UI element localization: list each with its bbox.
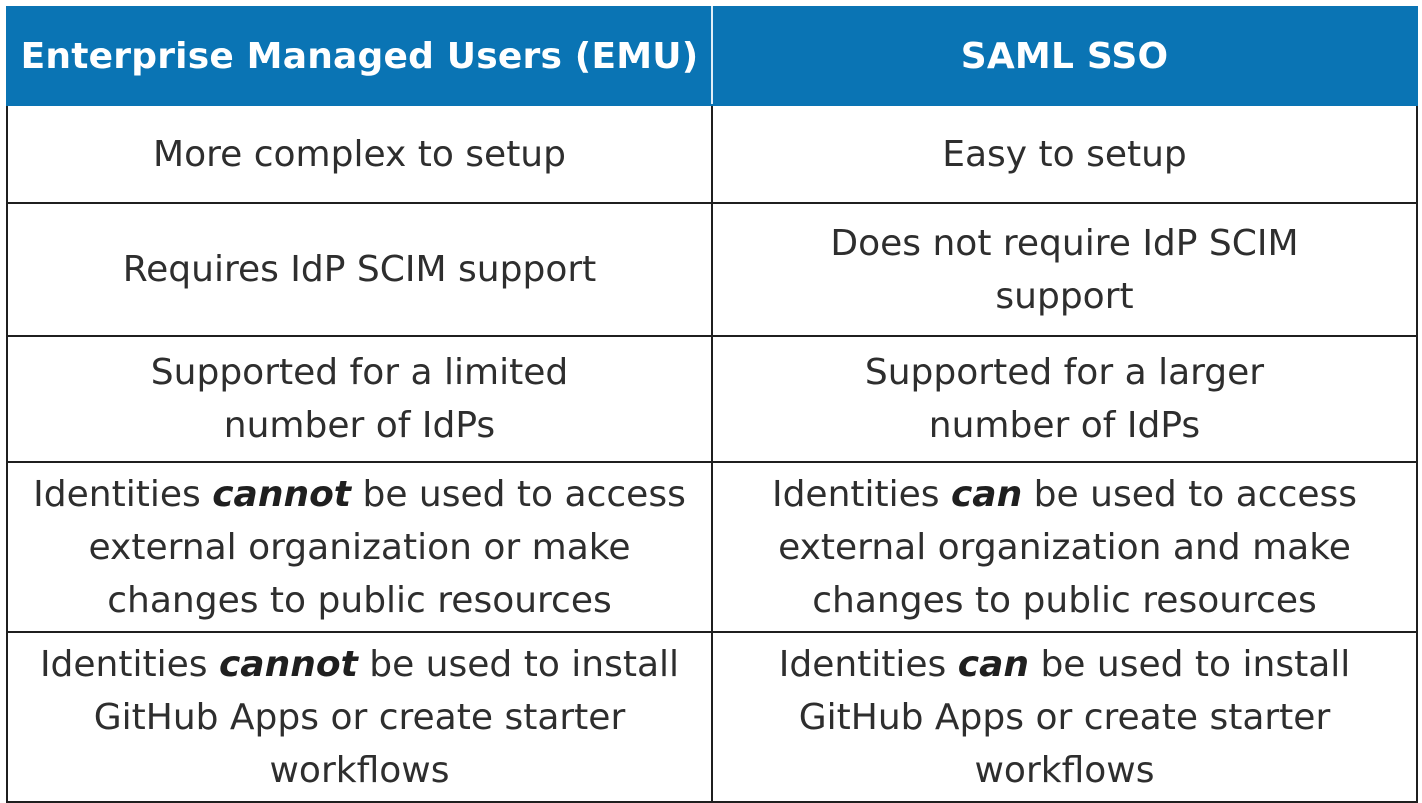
saml-github-apps-pre: Identities: [778, 643, 958, 685]
emu-github-apps-cell: Identities cannot be used to install Git…: [6, 631, 713, 803]
emu-scim-cell: Requires IdP SCIM support: [6, 202, 713, 337]
emu-external-access-emphasis: cannot: [212, 473, 352, 515]
emu-external-access-cell: Identities cannot be used to access exte…: [6, 461, 713, 633]
emu-github-apps-emphasis: cannot: [218, 643, 358, 685]
emu-vs-saml-comparison-table: Enterprise Managed Users (EMU) SAML SSO …: [6, 6, 1418, 803]
saml-idp-support-text: Supported for a larger number of IdPs: [864, 352, 1265, 446]
saml-github-apps-emphasis: can: [957, 643, 1030, 685]
table-row: Supported for a limited number of IdPs S…: [6, 335, 1418, 463]
emu-idp-support-cell: Supported for a limited number of IdPs: [6, 335, 713, 463]
emu-idp-support-text: Supported for a limited number of IdPs: [150, 352, 569, 446]
saml-idp-support-cell: Supported for a larger number of IdPs: [711, 335, 1418, 463]
comparison-table-container: Enterprise Managed Users (EMU) SAML SSO …: [6, 6, 1418, 803]
table-header-row: Enterprise Managed Users (EMU) SAML SSO: [6, 6, 1418, 106]
emu-setup-cell: More complex to setup: [6, 104, 713, 204]
table-row: Requires IdP SCIM support Does not requi…: [6, 202, 1418, 337]
column-header-emu: Enterprise Managed Users (EMU): [6, 6, 713, 106]
saml-scim-text: Does not require IdP SCIM support: [830, 222, 1299, 317]
emu-external-access-pre: Identities: [33, 473, 213, 515]
table-row: More complex to setup Easy to setup: [6, 104, 1418, 204]
saml-external-access-cell: Identities can be used to access externa…: [711, 461, 1418, 633]
saml-github-apps-cell: Identities can be used to install GitHub…: [711, 631, 1418, 803]
saml-external-access-post: be used to access external organization …: [778, 473, 1358, 621]
column-header-saml-sso: SAML SSO: [711, 6, 1418, 106]
emu-github-apps-pre: Identities: [39, 643, 219, 685]
table-row: Identities cannot be used to install Git…: [6, 631, 1418, 803]
saml-github-apps-post: be used to install GitHub Apps or create…: [798, 643, 1351, 791]
emu-github-apps-post: be used to install GitHub Apps or create…: [93, 643, 680, 791]
emu-external-access-post: be used to access external organization …: [88, 473, 686, 621]
saml-external-access-pre: Identities: [771, 473, 951, 515]
saml-external-access-emphasis: can: [950, 473, 1023, 515]
table-row: Identities cannot be used to access exte…: [6, 461, 1418, 633]
saml-setup-cell: Easy to setup: [711, 104, 1418, 204]
saml-scim-cell: Does not require IdP SCIM support: [711, 202, 1418, 337]
